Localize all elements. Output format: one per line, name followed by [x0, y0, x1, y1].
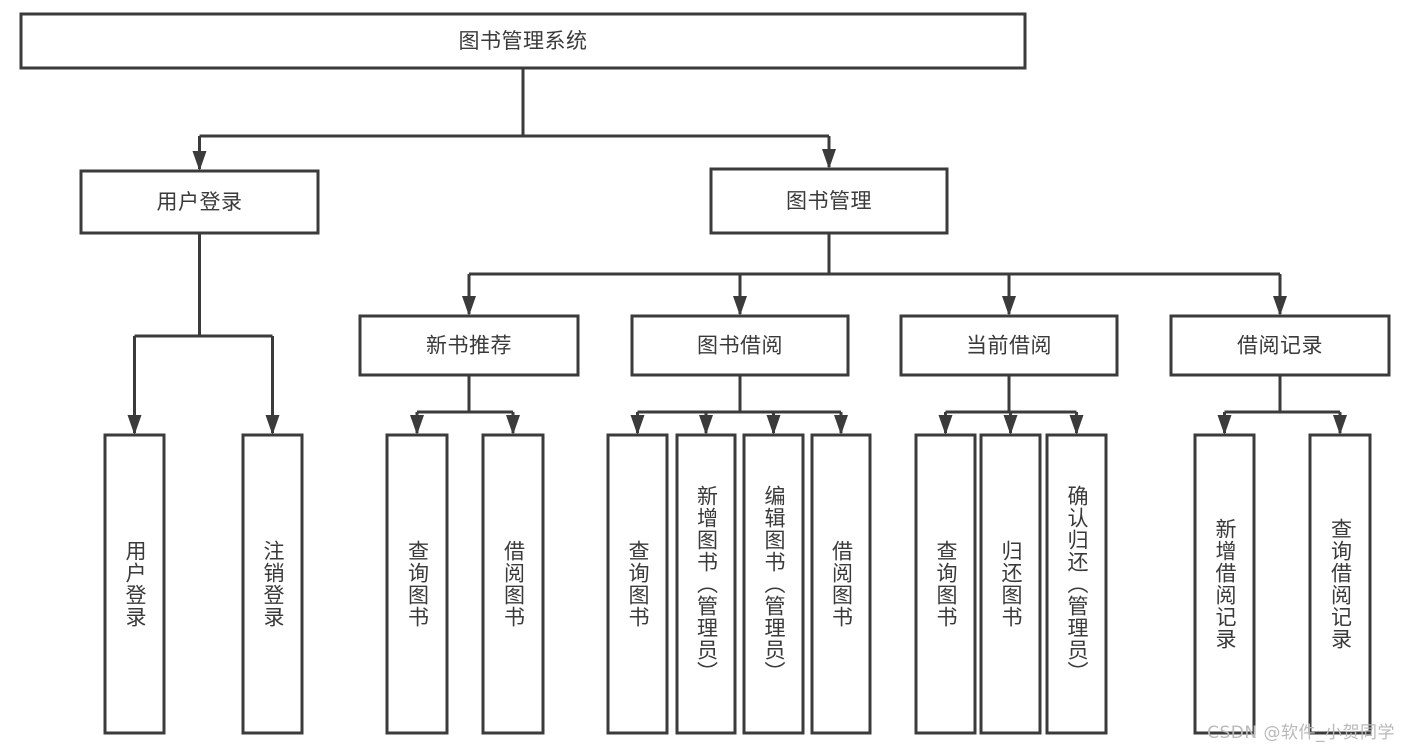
node-leaf-8[interactable] — [914, 433, 977, 735]
node-leaf-12[interactable] — [1308, 433, 1372, 735]
node-root[interactable] — [19, 12, 1027, 70]
node-leaf-1[interactable] — [241, 433, 304, 735]
node-boxes — [19, 12, 1391, 735]
node-level3-2[interactable] — [899, 314, 1119, 377]
node-root-label: 图书管理系统 — [459, 29, 588, 53]
node-leaf-11[interactable] — [1193, 433, 1256, 735]
node-level3-label-1: 图书借阅 — [697, 334, 783, 358]
node-leaf-2[interactable] — [385, 433, 449, 735]
node-leaf-6[interactable] — [742, 433, 805, 735]
node-level3-label-3: 借阅记录 — [1237, 334, 1323, 358]
node-level3-3[interactable] — [1169, 314, 1391, 377]
node-level2-1[interactable] — [709, 167, 949, 235]
node-leaf-10[interactable] — [1045, 433, 1108, 735]
node-level3-1[interactable] — [630, 314, 850, 377]
node-level2-0[interactable] — [79, 169, 320, 235]
node-level3-label-2: 当前借阅 — [966, 334, 1052, 358]
connector-lines — [127, 68, 1347, 435]
node-level3-label-0: 新书推荐 — [426, 334, 512, 358]
node-leaf-9[interactable] — [979, 433, 1042, 735]
node-level3-0[interactable] — [358, 314, 580, 377]
node-level2-label-1: 图书管理 — [786, 189, 872, 213]
node-leaf-3[interactable] — [481, 433, 545, 735]
watermark-credit: CSDN @软件_小贺同学 — [1207, 723, 1395, 743]
node-leaf-5[interactable] — [675, 433, 737, 735]
node-level2-label-0: 用户登录 — [157, 190, 243, 214]
node-leaf-4[interactable] — [606, 433, 669, 735]
node-leaf-0[interactable] — [103, 433, 166, 735]
node-leaf-7[interactable] — [810, 433, 872, 735]
